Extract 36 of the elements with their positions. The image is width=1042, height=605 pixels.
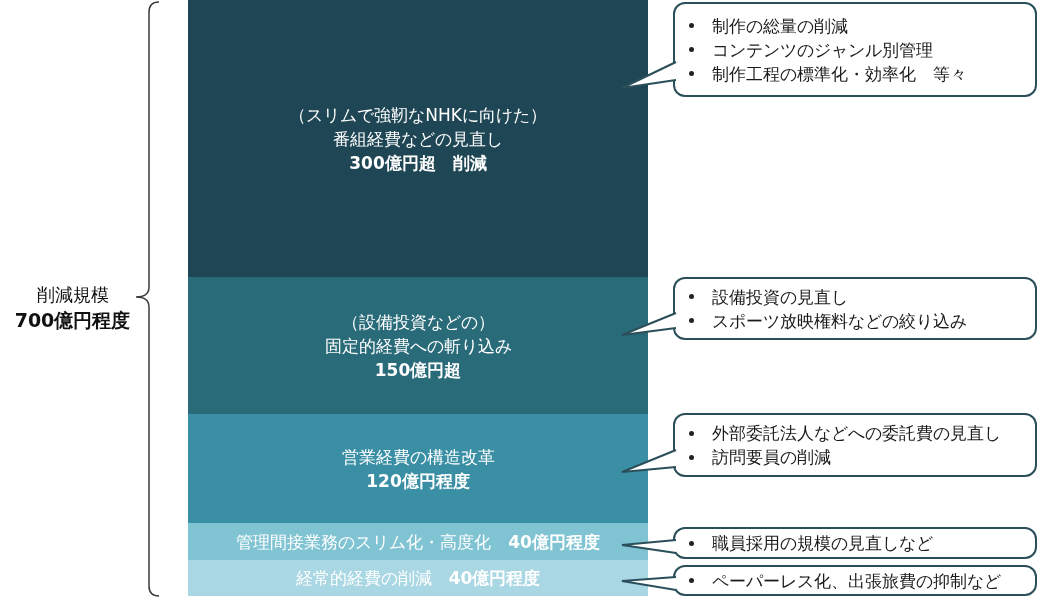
speech-bubble xyxy=(673,2,1037,97)
bullet-text: 設備投資の見直し xyxy=(712,285,848,309)
amount-label: 150億円超 xyxy=(374,358,462,382)
band-label: （スリムで強靭なNHKに向けた） xyxy=(289,103,547,127)
bullet-text: スポーツ放映権料などの絞り込み xyxy=(712,309,967,333)
bullet-text: ペーパーレス化、出張旅費の抑制など xyxy=(712,569,1001,593)
cost-band xyxy=(188,523,648,560)
amount-label: 300億円超 削減 xyxy=(349,151,487,175)
speech-bubble xyxy=(673,413,1037,477)
band-label: （設備投資などの） xyxy=(341,310,495,334)
cost-band xyxy=(188,0,648,277)
band-label: 管理間接業務のスリム化・高度化 40億円程度 xyxy=(236,530,600,554)
speech-bubble xyxy=(673,527,1037,559)
bullet-text: 制作工程の標準化・効率化 等々 xyxy=(712,62,967,86)
cost-band xyxy=(188,560,648,596)
band-label: 営業経費の構造改革 xyxy=(341,445,495,469)
scale-label: 削減規模 xyxy=(35,283,110,307)
amount-label: 120億円程度 xyxy=(366,469,470,493)
bullet-text: 制作の総量の削減 xyxy=(712,14,848,38)
bullet-text: 職員採用の規模の見直しなど xyxy=(712,532,933,555)
band-label: 固定的経費への斬り込み xyxy=(324,334,512,358)
cost-band xyxy=(188,414,648,523)
bullet-text: 外部委託法人などへの委託費の見直し xyxy=(712,422,1001,445)
band-label: 経常的経費の削減 40億円程度 xyxy=(295,567,541,590)
callout-tail xyxy=(621,61,677,89)
callout-tail xyxy=(621,539,677,554)
callout-tail xyxy=(621,576,677,591)
bullet-text: 訪問要員の削減 xyxy=(712,446,831,469)
total-amount-label: 700億円程度 xyxy=(13,308,132,332)
speech-bubble xyxy=(673,277,1037,340)
callout-tail xyxy=(621,312,677,336)
speech-bubble xyxy=(673,565,1037,596)
band-label: 番組経費などの見直し xyxy=(333,127,503,151)
bullet-text: コンテンツのジャンル別管理 xyxy=(712,38,933,62)
cost-band xyxy=(188,277,648,414)
callout-tail xyxy=(621,449,677,473)
